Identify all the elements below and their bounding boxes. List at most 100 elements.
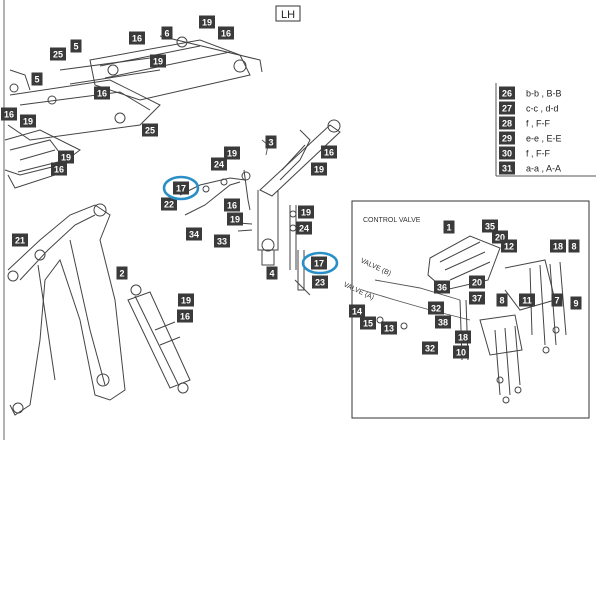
- callout-21: 21: [12, 233, 28, 247]
- callout-number: 33: [217, 236, 227, 246]
- callout-number: 18: [458, 332, 468, 342]
- legend-number: 29: [499, 131, 515, 145]
- callout-4: 4: [266, 266, 278, 280]
- callout-25: 25: [142, 123, 158, 137]
- callout-number: 19: [301, 207, 311, 217]
- boom-cylinder-drawing: [59, 35, 263, 101]
- callout-19: 19: [199, 15, 215, 29]
- callout-number: 8: [499, 295, 504, 305]
- callout-number: 12: [504, 241, 514, 251]
- callout-number: 17: [314, 258, 324, 268]
- callout-number: 19: [230, 214, 240, 224]
- callout-38: 38: [435, 315, 451, 329]
- callout-19: 19: [150, 54, 166, 68]
- callout-number: 19: [61, 152, 71, 162]
- callout-34: 34: [186, 227, 202, 241]
- legend-text: f , F-F: [526, 118, 550, 128]
- callout-number: 2: [119, 268, 124, 278]
- callout-18: 18: [455, 330, 471, 344]
- callout-number: 16: [221, 28, 231, 38]
- legend-text: b-b , B-B: [526, 88, 562, 98]
- callout-number: 8: [571, 241, 576, 251]
- legend-number: 27: [499, 101, 515, 115]
- legend-number: 26: [499, 86, 515, 100]
- callout-22: 22: [161, 197, 177, 211]
- callout-number: 23: [315, 277, 325, 287]
- callout-number: 32: [425, 343, 435, 353]
- callout-16: 16: [177, 309, 193, 323]
- callout-number: 35: [485, 221, 495, 231]
- callout-number: 20: [472, 277, 482, 287]
- callout-number: 10: [456, 347, 466, 357]
- callout-number: 19: [314, 164, 324, 174]
- callout-16: 16: [224, 198, 240, 212]
- callout-number: 14: [352, 306, 362, 316]
- callout-number: 5: [34, 74, 39, 84]
- valve-detail-inset: CONTROL VALVE VALVE (B) VALVE (A): [342, 200, 590, 419]
- callout-number: 24: [214, 159, 224, 169]
- legend-text: e-e , E-E: [526, 133, 562, 143]
- callout-number: 5: [73, 41, 78, 51]
- callout-number: 36: [437, 282, 447, 292]
- highlight-callout-17-right: [301, 251, 339, 275]
- callout-15: 15: [360, 316, 376, 330]
- callout-12: 12: [501, 239, 517, 253]
- callout-number: 37: [472, 293, 482, 303]
- callout-14: 14: [349, 304, 365, 318]
- callout-number: 17: [176, 183, 186, 193]
- bucket-cylinder-drawing: [127, 284, 191, 394]
- svg-text:26: 26: [502, 88, 512, 98]
- boom-frame-drawing: [7, 203, 126, 416]
- callout-17: 17: [173, 181, 189, 195]
- callout-18: 18: [550, 239, 566, 253]
- callout-number: 19: [227, 148, 237, 158]
- callout-16: 16: [51, 162, 67, 176]
- callout-number: 4: [269, 268, 274, 278]
- callout-20: 20: [469, 275, 485, 289]
- callout-35: 35: [482, 219, 498, 233]
- callout-13: 13: [381, 321, 397, 335]
- callout-25: 25: [50, 47, 66, 61]
- callout-number: 19: [202, 17, 212, 27]
- callout-11: 11: [519, 293, 535, 307]
- callout-number: 21: [15, 235, 25, 245]
- control-valve-label: CONTROL VALVE: [363, 217, 421, 224]
- callout-33: 33: [214, 234, 230, 248]
- callout-19: 19: [20, 114, 36, 128]
- callout-23: 23: [312, 275, 328, 289]
- callout-8: 8: [568, 239, 580, 253]
- callout-16: 16: [94, 86, 110, 100]
- callout-number: 6: [164, 28, 169, 38]
- callout-number: 32: [431, 303, 441, 313]
- legend-number: 30: [499, 146, 515, 160]
- callout-19: 19: [298, 205, 314, 219]
- callout-19: 19: [311, 162, 327, 176]
- callout-3: 3: [265, 135, 277, 149]
- callout-number: 25: [53, 49, 63, 59]
- legend-row: 27 c-c , d-d: [499, 101, 559, 115]
- svg-text:31: 31: [502, 163, 512, 173]
- callout-16: 16: [218, 26, 234, 40]
- callout-number: 20: [495, 232, 505, 242]
- legend-number: 28: [499, 116, 515, 130]
- legend-text: c-c , d-d: [526, 103, 559, 113]
- legend-text: a-a , A-A: [526, 163, 561, 173]
- callout-number: 19: [153, 56, 163, 66]
- lh-tag-text: LH: [281, 9, 295, 21]
- callout-24: 24: [211, 157, 227, 171]
- callout-24: 24: [296, 221, 312, 235]
- callout-36: 36: [434, 280, 450, 294]
- callout-number: 3: [268, 137, 273, 147]
- callout-number: 7: [554, 295, 559, 305]
- callout-number: 34: [189, 229, 199, 239]
- svg-text:27: 27: [502, 103, 512, 113]
- callout-16: 16: [321, 145, 337, 159]
- legend-row: 29 e-e , E-E: [499, 131, 562, 145]
- callout-number: 22: [164, 199, 174, 209]
- legend-row: 31 a-a , A-A: [499, 161, 561, 175]
- callout-number: 16: [324, 147, 334, 157]
- callout-16: 16: [129, 31, 145, 45]
